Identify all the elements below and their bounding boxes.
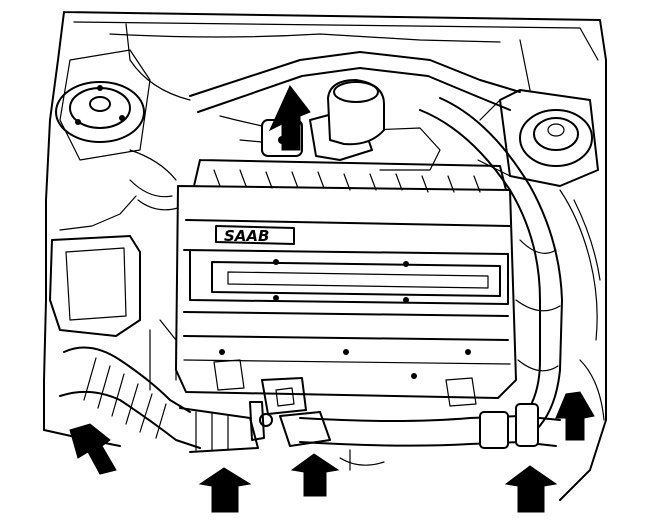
logo-plate — [215, 225, 295, 245]
arrow-bottom-right — [504, 465, 558, 513]
arrow-top-center — [268, 85, 311, 151]
right-strut-tower — [477, 89, 599, 187]
engine-bay-frame — [43, 11, 607, 501]
arrow-bottom-center — [290, 453, 340, 497]
wiring-harness — [129, 149, 605, 421]
left-strut-tower — [55, 49, 151, 161]
air-intake-assembly — [49, 235, 259, 453]
right-coolant-pipe — [419, 97, 563, 431]
upper-intake-hose — [327, 79, 385, 146]
hose-clamp-right — [479, 411, 509, 449]
lower-fittings — [149, 319, 477, 447]
lower-radiator-hose — [299, 403, 561, 471]
arrow-bottom-center-left — [198, 467, 252, 513]
arrow-right — [555, 391, 595, 441]
engine-block: SAAB — [175, 185, 517, 399]
hose-clamp-far-right — [515, 403, 539, 447]
arrow-bottom-left — [69, 423, 117, 475]
upper-cross-pipe — [109, 23, 531, 113]
callout-arrows — [69, 85, 595, 513]
engine-logo-text: SAAB — [224, 227, 269, 245]
